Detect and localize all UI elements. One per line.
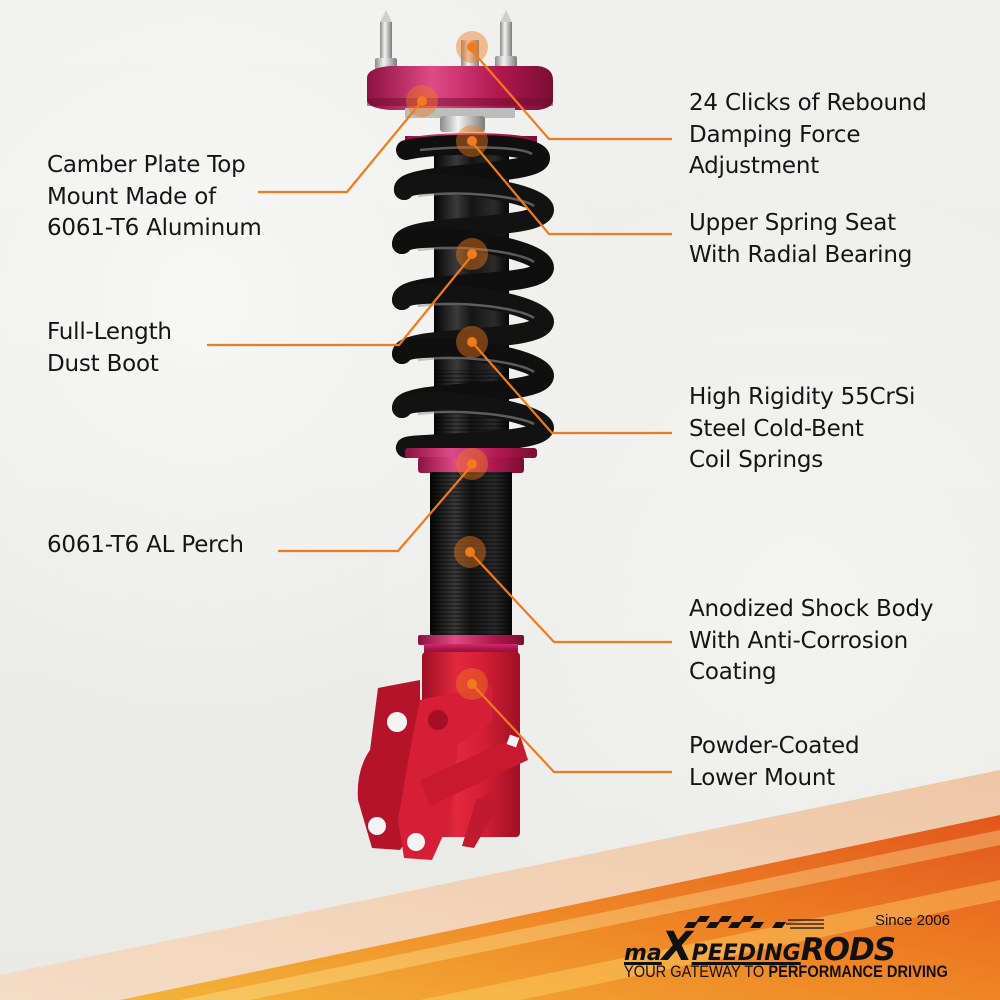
decorative-bands [0, 770, 1000, 1000]
callout-rebound-damping: 24 Clicks of Rebound Damping Force Adjus… [689, 88, 927, 183]
callout-shock-body: Anodized Shock Body With Anti-Corrosion … [689, 594, 933, 689]
marker-shock-body-icon [454, 536, 486, 568]
callout-line: With Radial Bearing [689, 241, 913, 268]
marker-coil-spring-icon [456, 326, 488, 358]
callout-line: With Anti-Corrosion [689, 627, 908, 654]
marker-dust-boot-icon [456, 238, 488, 270]
leader-rebound-damping [467, 45, 672, 141]
since-year: Since 2006 [874, 912, 950, 929]
brand-wordmark: maXPEEDINGRODS [624, 924, 896, 970]
tagline-light: YOUR GATEWAY TO [624, 962, 769, 981]
callout-line: Lower Mount [689, 764, 836, 791]
callout-line: Anodized Shock Body [689, 596, 934, 622]
leader-al-perch [278, 463, 474, 553]
checkered-flag-icon [684, 916, 824, 929]
tagline-bold: PERFORMANCE DRIVING [768, 962, 948, 981]
callout-line: Upper Spring Seat [689, 210, 896, 236]
brand-logo: Since 2006 maXPEEDINGRODS YOUR GATEWAY T… [620, 912, 950, 984]
wordmark-x: X [661, 924, 693, 970]
callout-upper-spring-seat: Upper Spring Seat With Radial Bearing [689, 208, 912, 271]
callout-line: Dust Boot [47, 350, 159, 377]
callout-line: Coating [689, 659, 777, 685]
callout-line: 24 Clicks of Rebound [689, 90, 927, 116]
callout-lower-mount: Powder-Coated Lower Mount [689, 731, 860, 794]
brand-tagline: YOUR GATEWAY TO PERFORMANCE DRIVING [624, 962, 948, 982]
marker-lower-mount-icon [456, 668, 488, 700]
wordmark-prefix: ma [624, 941, 662, 966]
marker-spring-seat-icon [456, 125, 488, 157]
callout-al-perch: 6061-T6 AL Perch [47, 530, 244, 562]
callout-camber-plate: Camber Plate Top Mount Made of 6061-T6 A… [47, 150, 262, 245]
marker-rebound-icon [456, 31, 488, 63]
leader-shock-body [469, 551, 672, 644]
callout-line: Powder-Coated [689, 733, 860, 759]
callout-line: Steel Cold-Bent [689, 415, 864, 442]
callout-coil-springs: High Rigidity 55CrSi Steel Cold-Bent Coi… [689, 382, 915, 477]
callout-markers [406, 31, 488, 700]
coilover-strut [357, 10, 554, 860]
leader-camber-plate [258, 100, 423, 194]
leader-lower-mount [471, 683, 672, 774]
leader-upper-spring-seat [471, 141, 672, 236]
leader-dust-boot [207, 253, 474, 347]
leader-coil-springs [471, 341, 672, 435]
callout-line: Damping Force [689, 121, 861, 148]
callout-leader-lines [207, 45, 672, 774]
callout-dust-boot: Full-Length Dust Boot [47, 317, 172, 380]
callout-line: Full-Length [47, 319, 172, 345]
wordmark-middle: PEEDING [691, 941, 801, 966]
wordmark-suffix: RODS [800, 932, 896, 968]
marker-camber-icon [406, 85, 438, 117]
callout-line: 6061-T6 Aluminum [47, 215, 262, 241]
callout-line: Adjustment [689, 153, 820, 179]
callout-line: High Rigidity 55CrSi [689, 384, 916, 410]
callout-line: Coil Springs [689, 447, 824, 473]
callout-line: 6061-T6 AL Perch [47, 532, 244, 558]
callout-line: Mount Made of [47, 183, 216, 210]
marker-perch-icon [456, 448, 488, 480]
callout-line: Camber Plate Top [47, 152, 246, 178]
